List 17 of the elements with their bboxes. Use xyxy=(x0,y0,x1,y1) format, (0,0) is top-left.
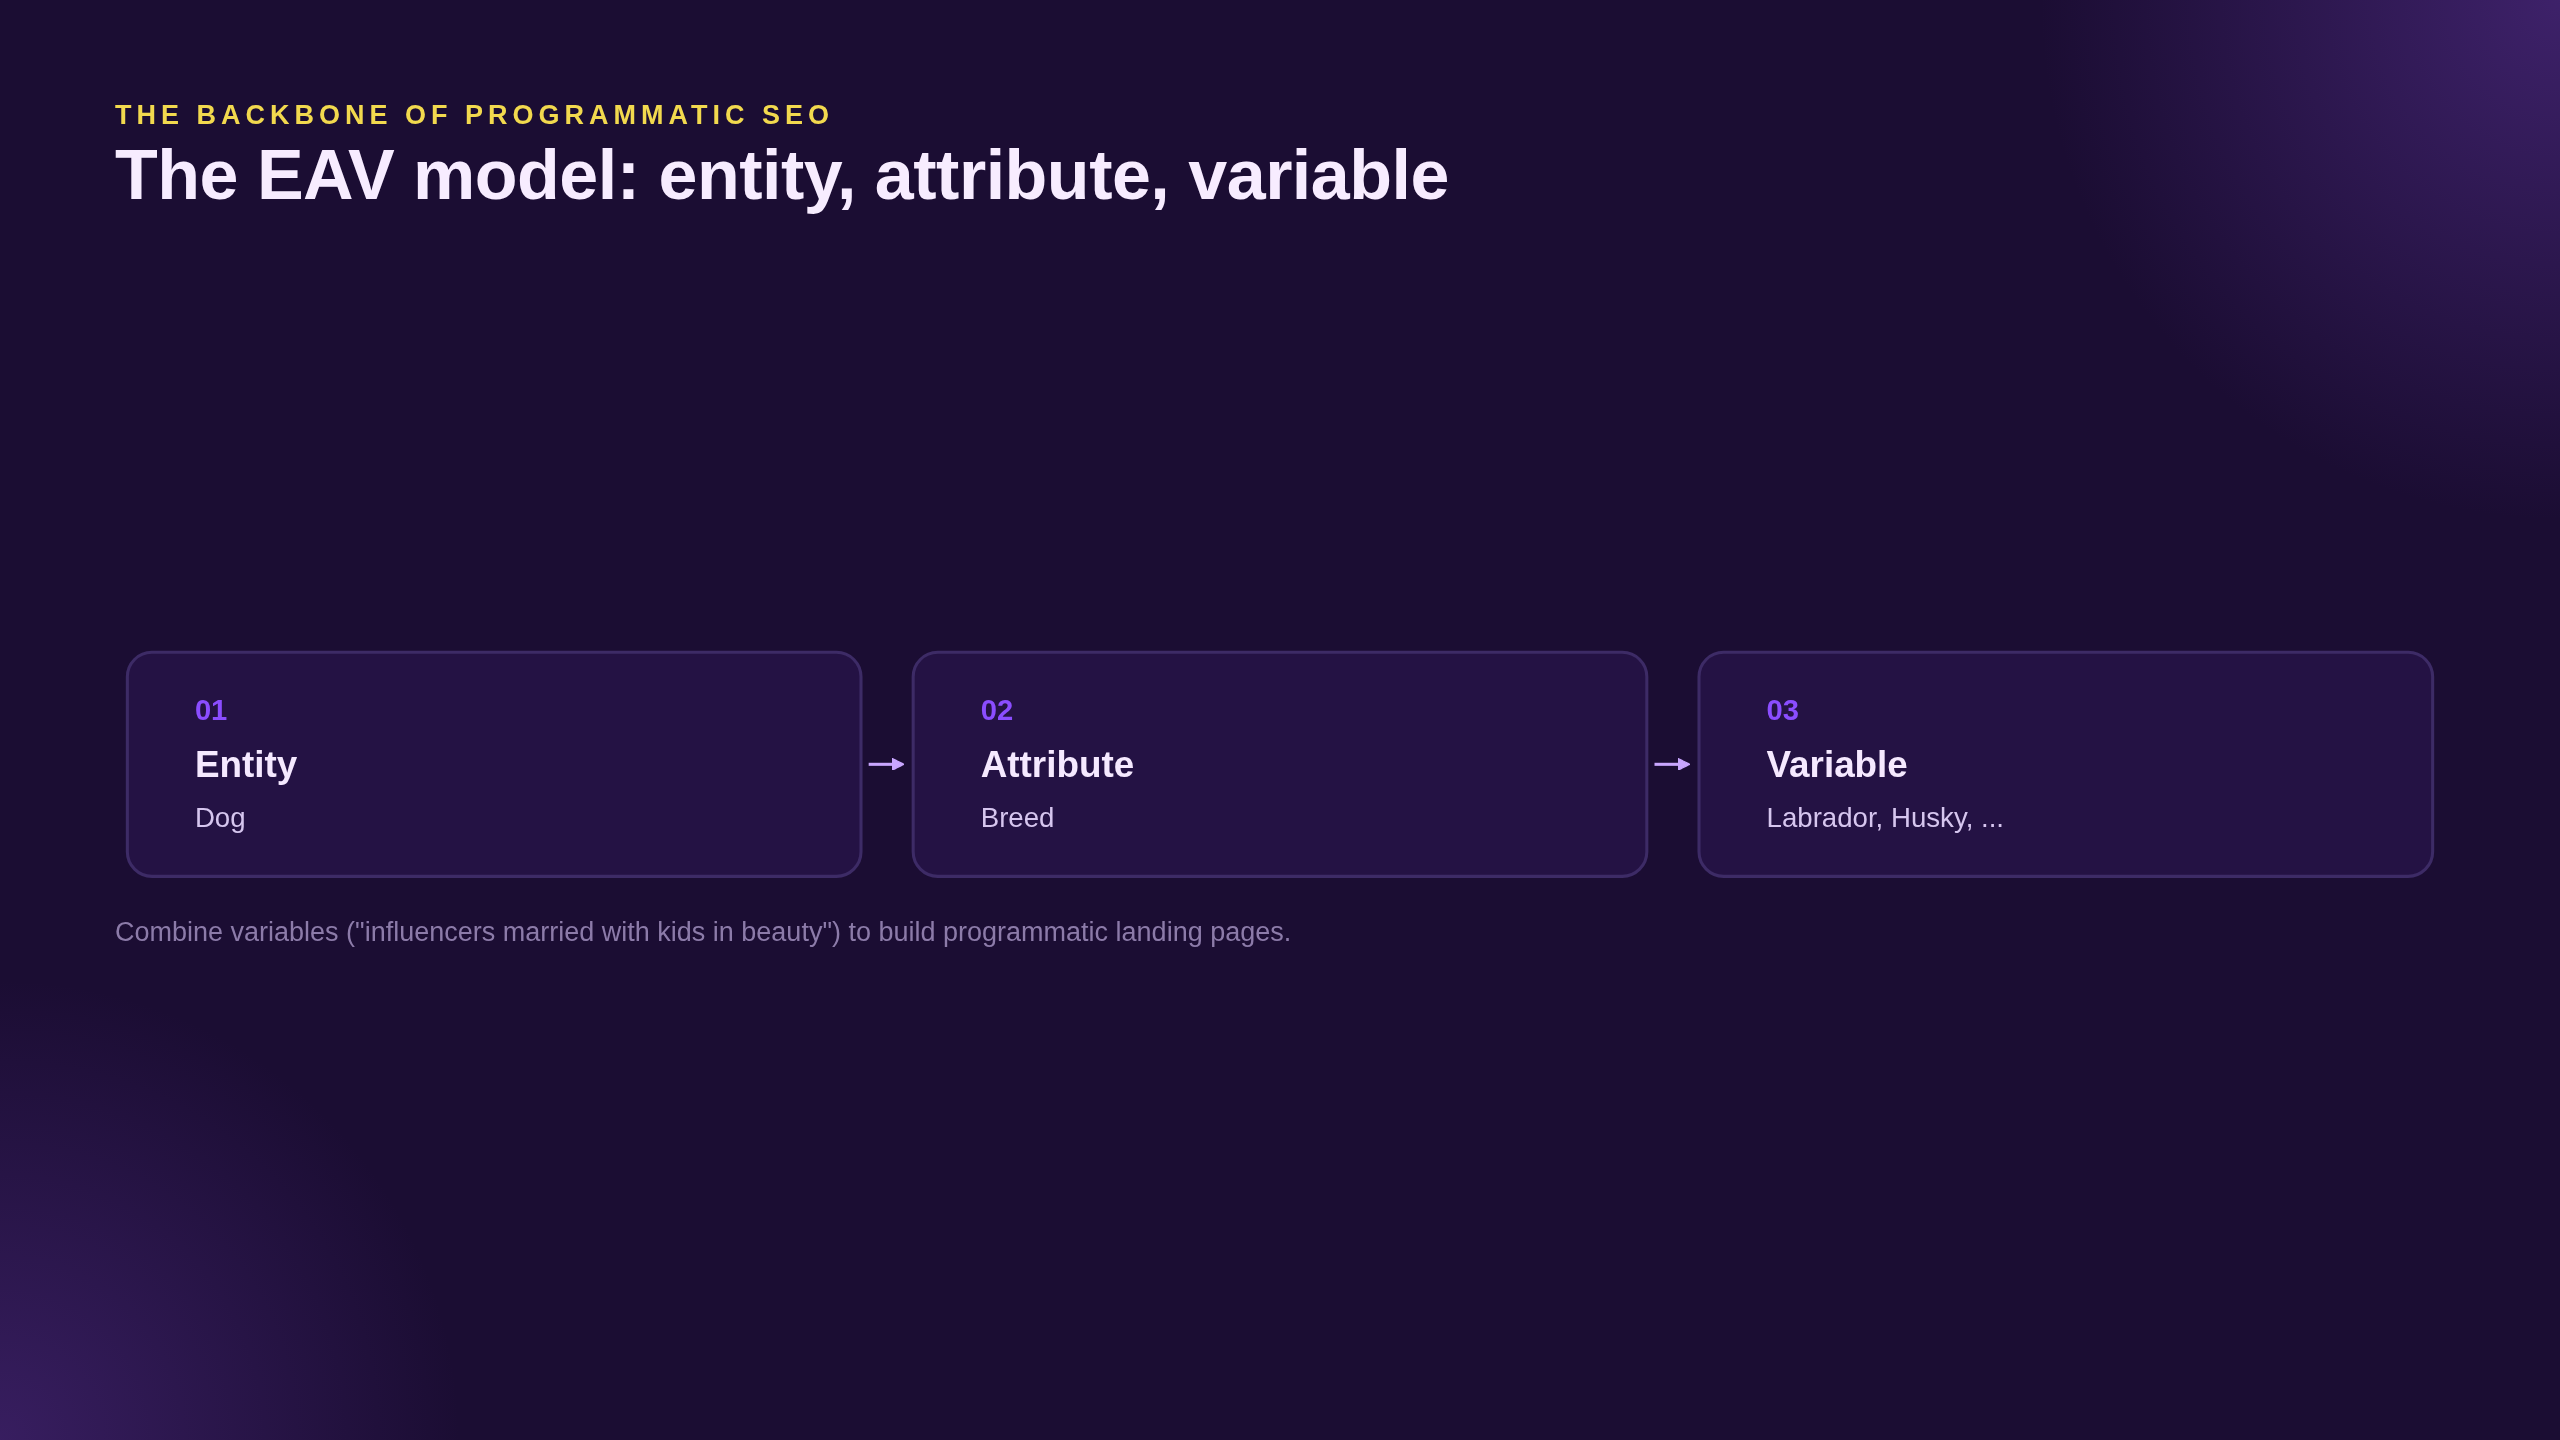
step-number: 03 xyxy=(1766,693,1799,726)
step-number: 01 xyxy=(194,693,228,726)
step-title: Variable xyxy=(1766,742,1908,785)
step-example: Breed xyxy=(980,802,1055,834)
step-card xyxy=(1697,650,2435,878)
caption-text: Combine variables ("influencers married with kids in beauty") to build programmatic landing pages. xyxy=(115,916,1292,948)
step-card xyxy=(125,650,863,878)
arrow xyxy=(1654,757,1691,772)
step-title: Attribute xyxy=(980,742,1135,785)
step-example: Dog xyxy=(194,802,246,834)
step-card xyxy=(911,650,1649,878)
kicker-text: THE BACKBONE OF PROGRAMMATIC SEO xyxy=(115,100,834,131)
arrow xyxy=(868,757,905,772)
step-title: Entity xyxy=(194,742,298,785)
step-example: Labrador, Husky, ... xyxy=(1766,802,2005,834)
step-number: 02 xyxy=(980,693,1014,726)
slide-title: The EAV model: entity, attribute, variable xyxy=(115,135,1449,215)
